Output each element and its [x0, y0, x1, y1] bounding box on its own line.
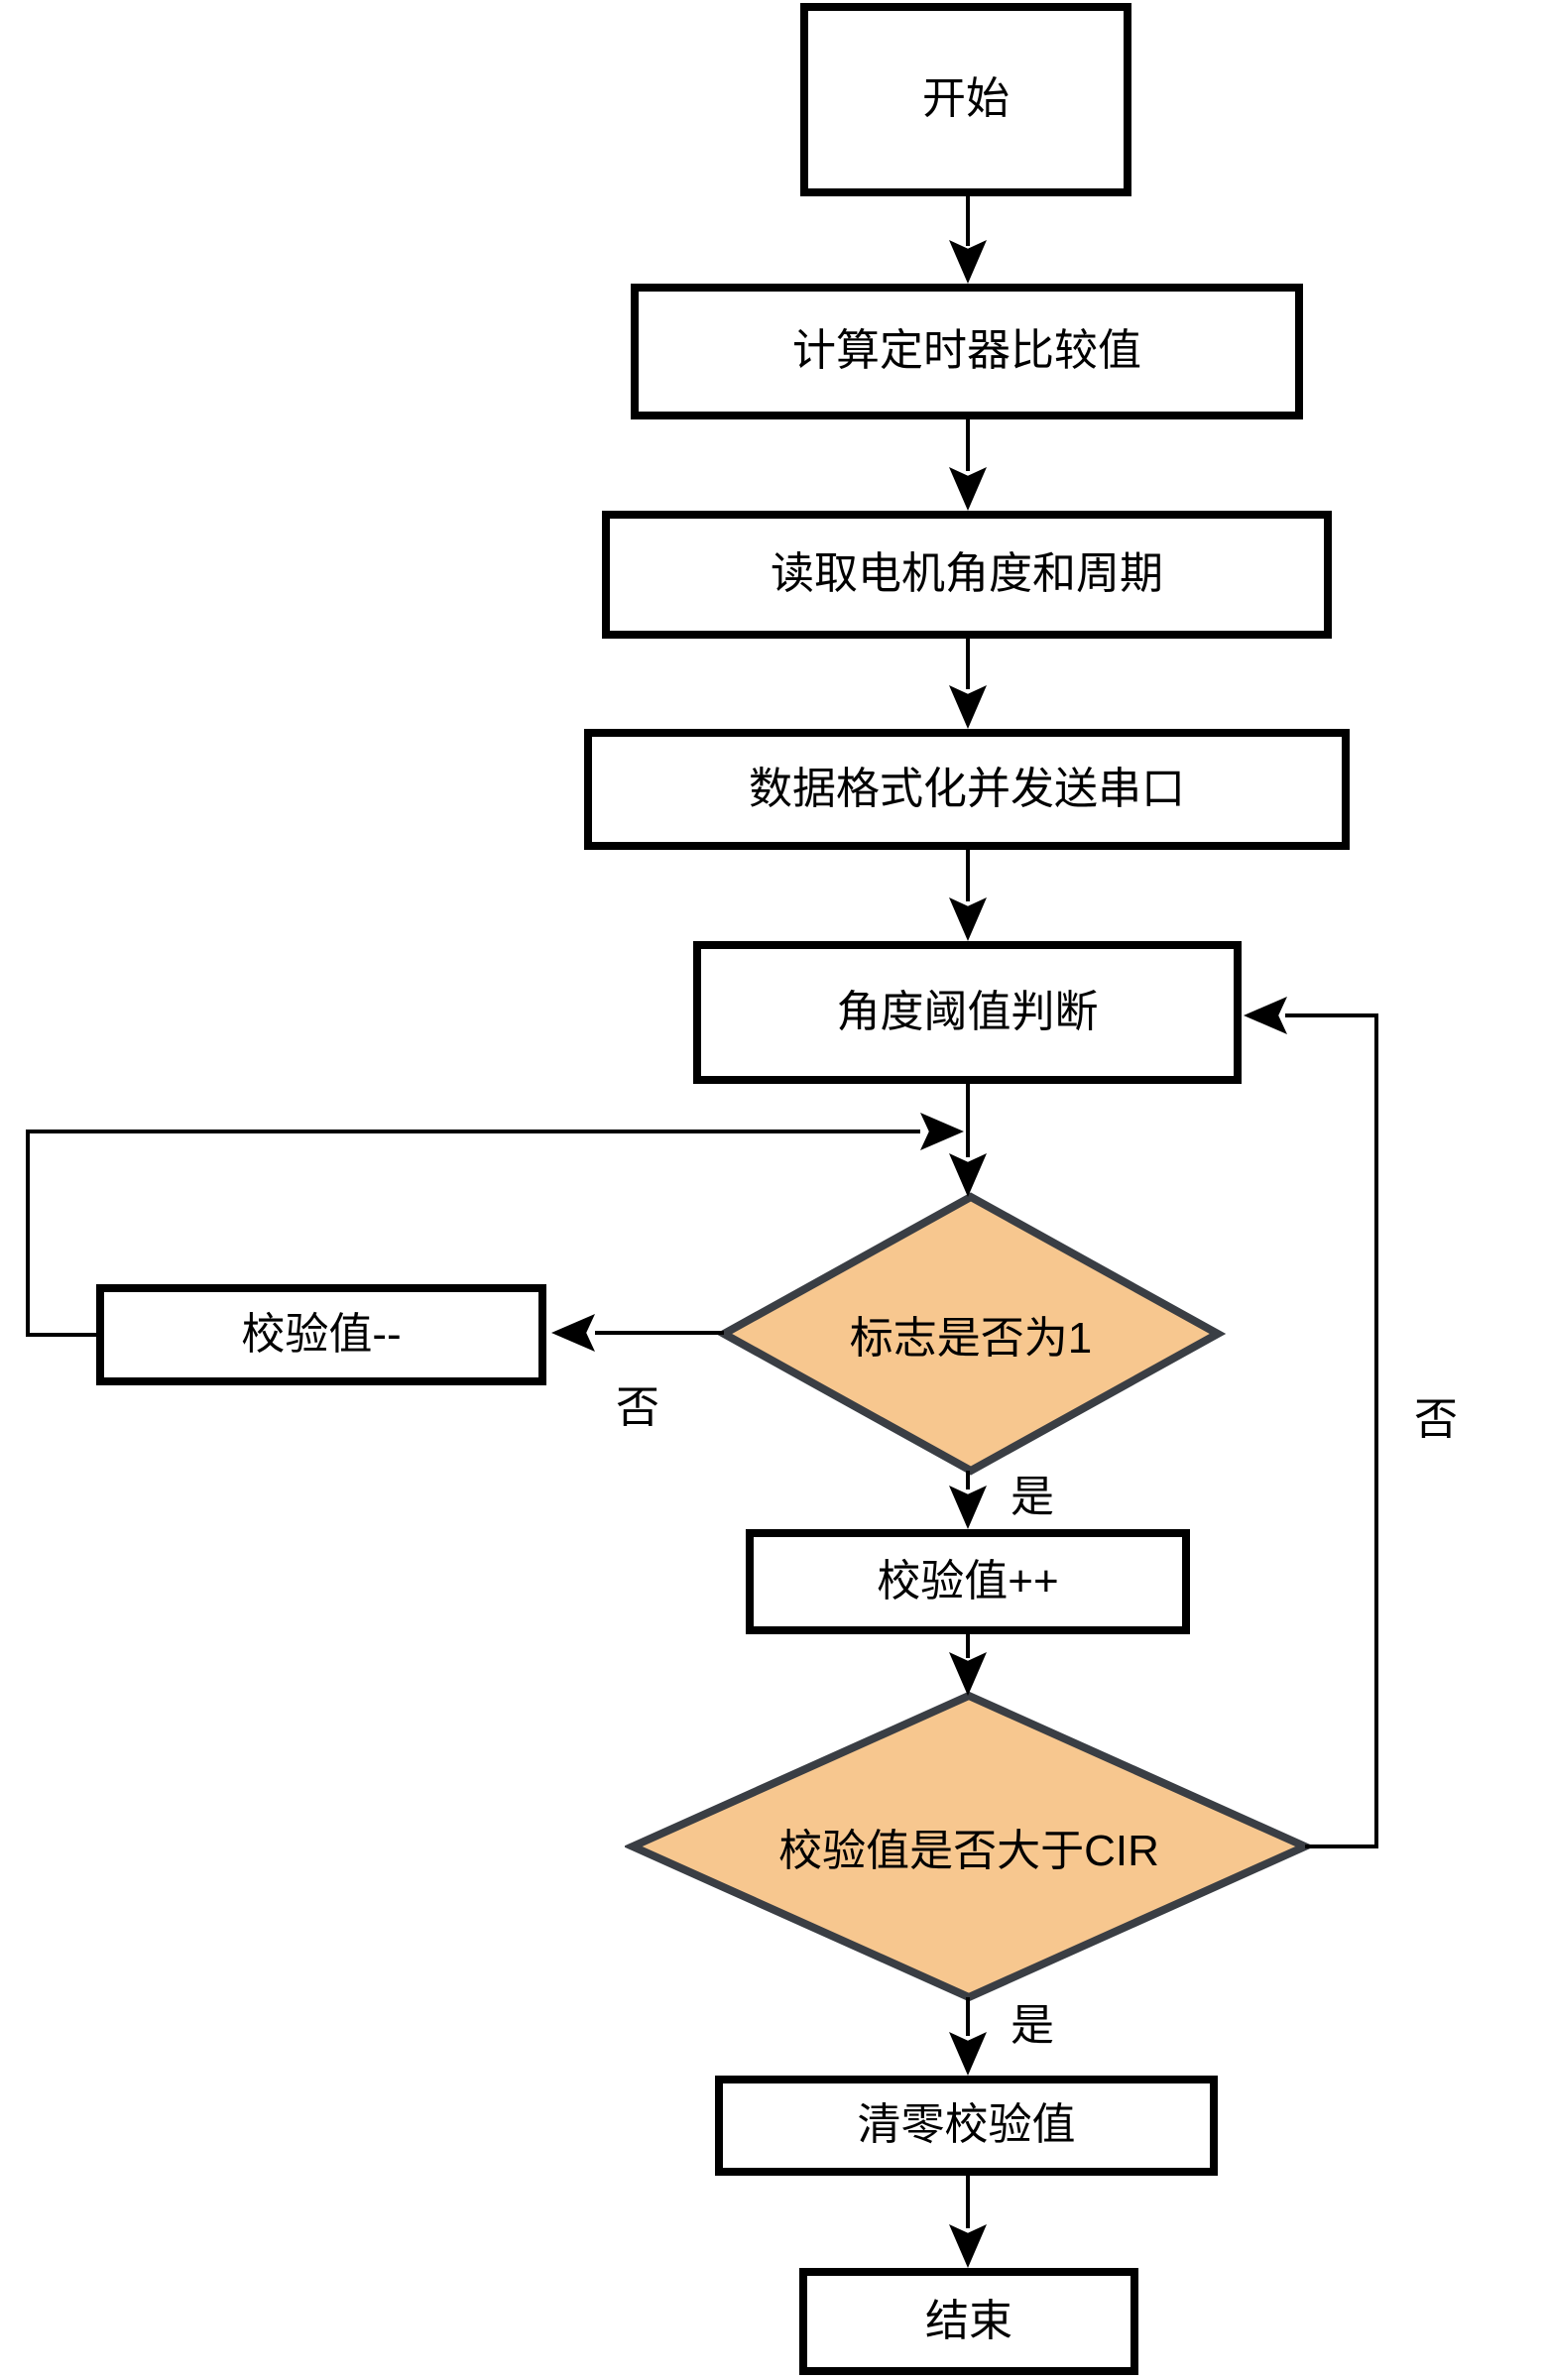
- connector-inc-circheck: [966, 1634, 970, 1658]
- arrowhead-feedback-judge: [1244, 997, 1287, 1034]
- node-check-dec-label: 校验值--: [241, 1309, 402, 1359]
- node-end-label: 结束: [925, 2296, 1012, 2345]
- node-calc-timer: 计算定时器比较值: [631, 284, 1303, 419]
- flag-check-diamond: [716, 1192, 1226, 1476]
- connector-feedback-right-vertical: [1374, 1013, 1378, 1848]
- node-start-label: 开始: [922, 74, 1010, 124]
- connector-read-send: [966, 639, 970, 689]
- arrowhead-send-judge: [949, 897, 987, 941]
- connector-send-judge: [966, 850, 970, 901]
- node-calc-timer-label: 计算定时器比较值: [792, 326, 1141, 376]
- node-read-motor: 读取电机角度和周期: [602, 511, 1332, 639]
- connector-judge-flagcheck: [966, 1084, 970, 1157]
- arrowhead-flagcheck-inc: [949, 1486, 987, 1529]
- node-format-send: 数据格式化并发送串口: [584, 729, 1350, 850]
- node-cir-check-label: 校验值是否大于CIR: [778, 1827, 1159, 1875]
- node-flag-check-label: 标志是否为1: [849, 1314, 1093, 1363]
- node-check-inc-label: 校验值++: [877, 1556, 1059, 1606]
- connector-feedback-top-horizontal: [1285, 1013, 1376, 1017]
- node-clear-check-label: 清零校验值: [857, 2100, 1076, 2150]
- connector-loop-dec-stub: [26, 1333, 96, 1337]
- node-read-motor-label: 读取电机角度和周期: [771, 549, 1163, 599]
- connector-loop-left-vertical: [26, 1130, 30, 1337]
- connector-start-calc: [966, 196, 970, 246]
- edge-label-cir-no: 否: [1414, 1395, 1458, 1444]
- connector-flagcheck-dec: [595, 1331, 724, 1335]
- node-start: 开始: [800, 3, 1131, 196]
- connector-flagcheck-inc: [966, 1471, 970, 1489]
- arrowhead-circheck-clear: [949, 2032, 987, 2076]
- arrowhead-start-calc: [949, 240, 987, 284]
- arrowhead-clear-end: [949, 2224, 987, 2268]
- node-end: 结束: [799, 2268, 1138, 2375]
- edge-label-flag-yes: 是: [1011, 1473, 1054, 1521]
- connector-circheck-right-stub: [1305, 1844, 1378, 1848]
- node-flag-check-shape: [716, 1192, 1226, 1476]
- connector-circheck-clear: [966, 1997, 970, 2036]
- connector-loop-top-horizontal: [26, 1130, 920, 1133]
- node-clear-check: 清零校验值: [715, 2076, 1218, 2176]
- node-check-inc: 校验值++: [746, 1529, 1190, 1634]
- arrowhead-calc-read: [949, 467, 987, 511]
- node-angle-judge: 角度阈值判断: [693, 941, 1242, 1084]
- connector-calc-read: [966, 419, 970, 471]
- node-format-send-label: 数据格式化并发送串口: [749, 764, 1185, 813]
- edge-label-flag-no: 否: [616, 1383, 659, 1432]
- node-check-dec: 校验值--: [96, 1284, 546, 1385]
- arrowhead-read-send: [949, 685, 987, 729]
- edge-label-cir-yes: 是: [1011, 2001, 1054, 2050]
- arrowhead-flagcheck-dec: [551, 1314, 595, 1352]
- connector-clear-end: [966, 2176, 970, 2228]
- arrowhead-loop-merge: [920, 1113, 964, 1150]
- node-angle-judge-label: 角度阈值判断: [836, 987, 1099, 1036]
